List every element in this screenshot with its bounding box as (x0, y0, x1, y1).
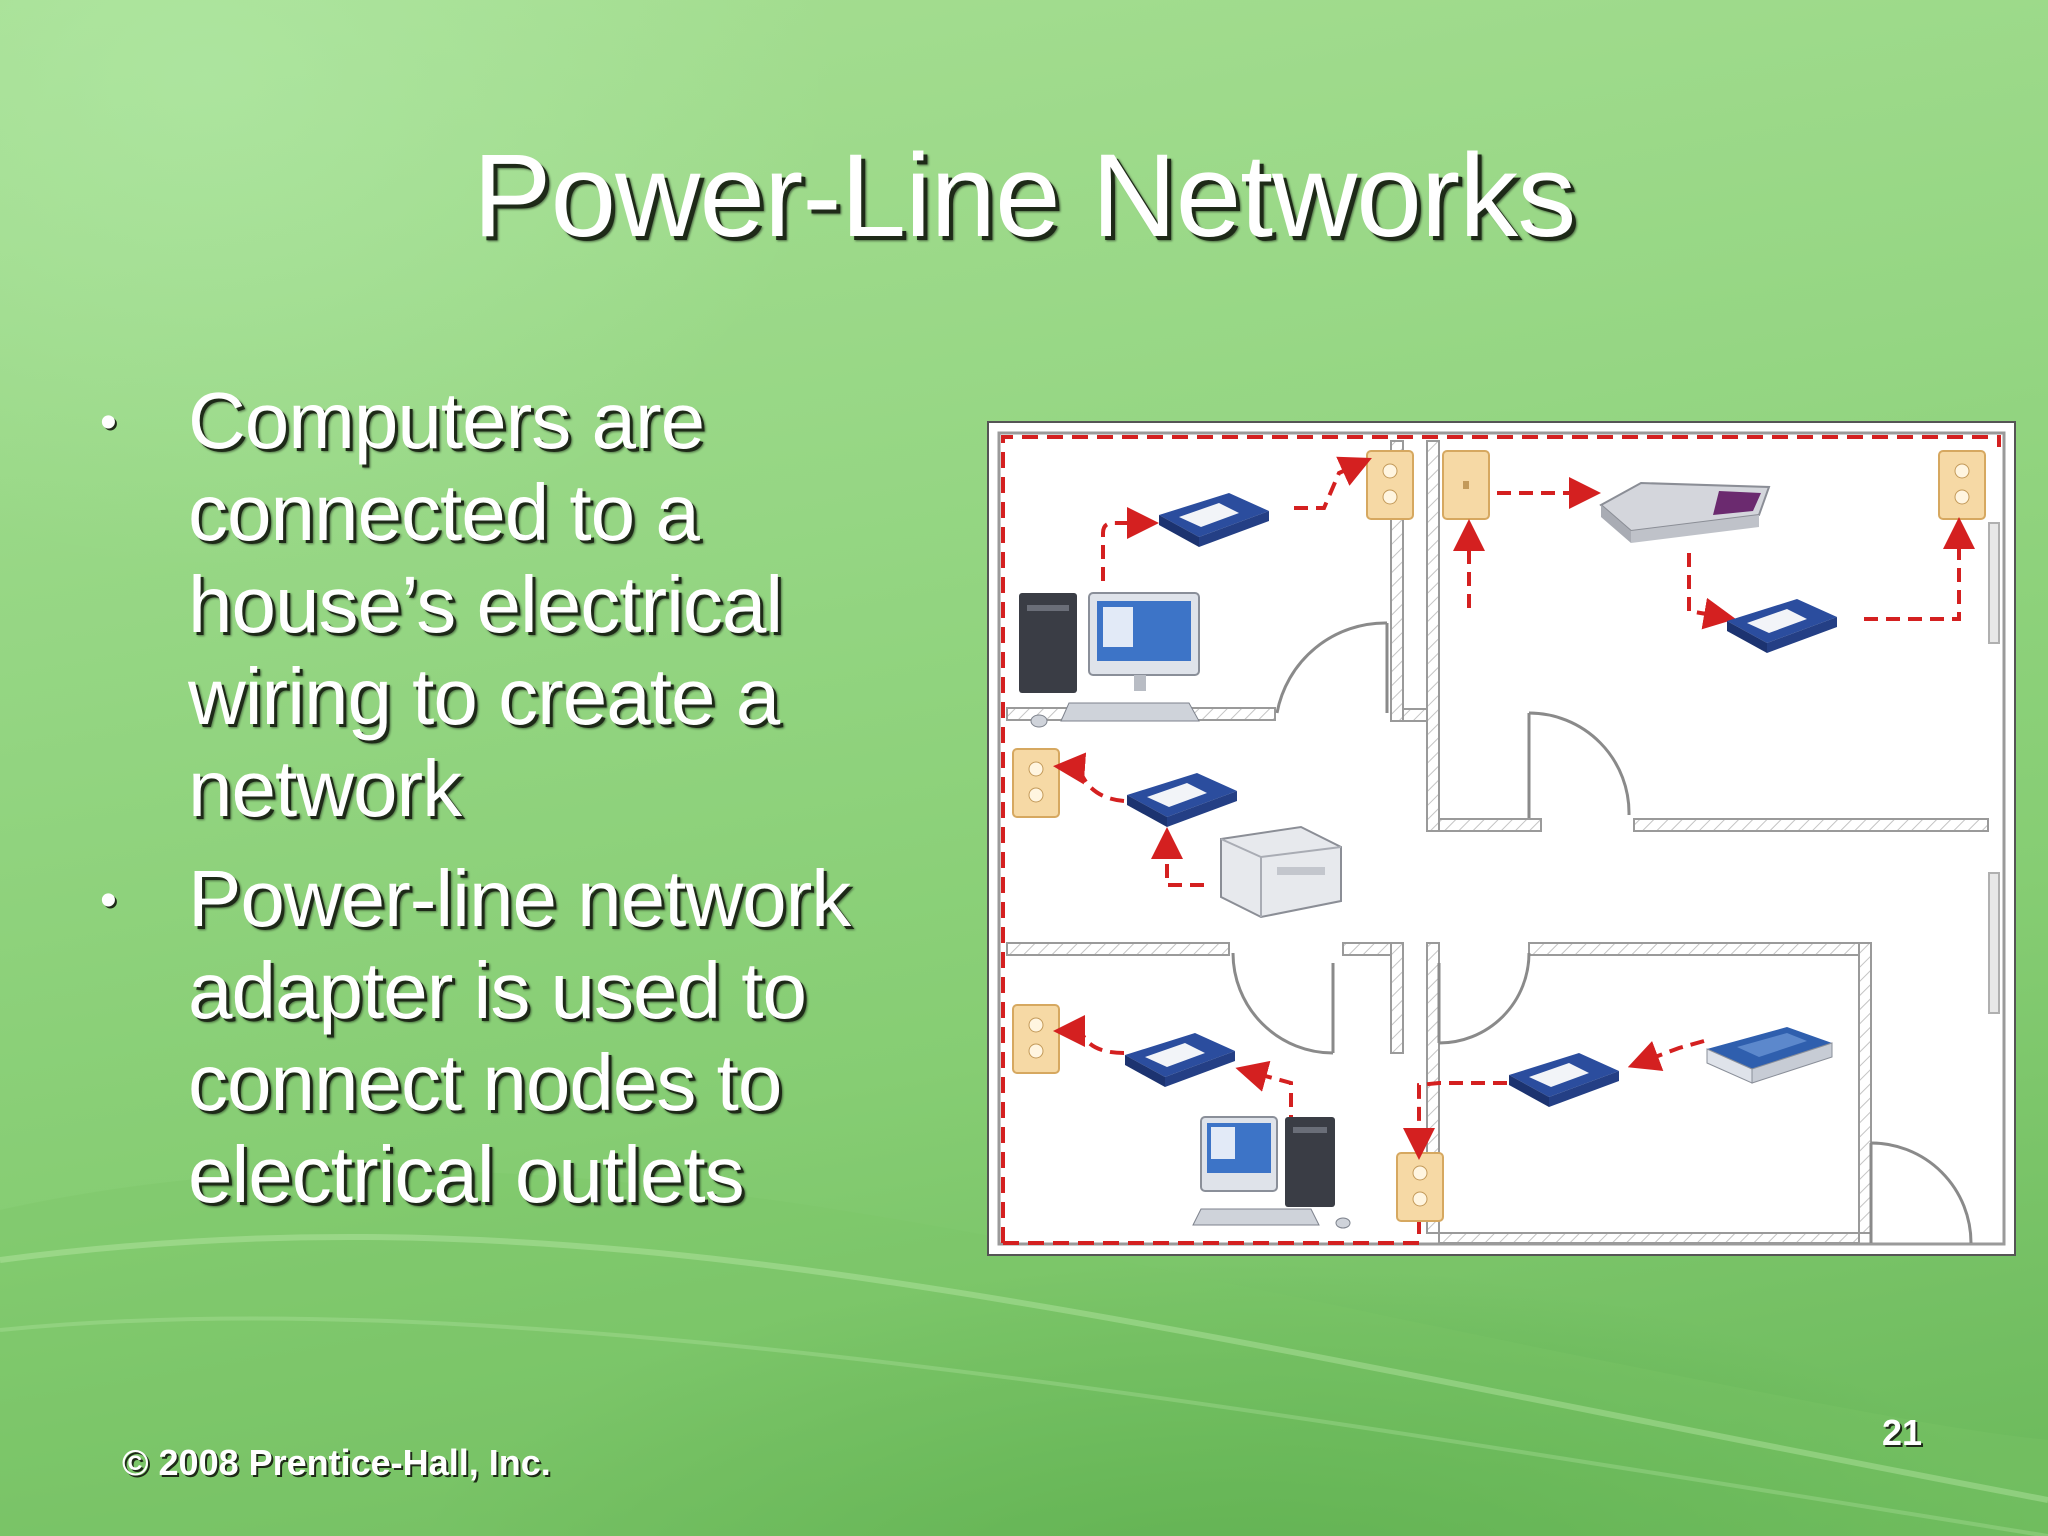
walls (997, 431, 2006, 1246)
power-line-adapter-icon (1127, 773, 1237, 827)
bullet-list: • Computers are connected to a house’s e… (100, 375, 980, 1239)
electrical-wiring (1001, 435, 2001, 1245)
power-line-adapter-icon (1727, 599, 1837, 653)
slide-title: Power-Line Networks (472, 130, 1576, 262)
copyright-footer: © 2008 Prentice-Hall, Inc. (122, 1442, 551, 1483)
router-icon (1599, 481, 1771, 543)
bullet-text: Computers are connected to a house’s ele… (188, 376, 783, 833)
electrical-outlet-icon (1012, 1004, 1060, 1074)
bullet-item: • Power-line network adapter is used to … (100, 853, 980, 1221)
electrical-outlet-icon (1442, 450, 1490, 520)
bullet-dot: • (100, 396, 117, 449)
power-line-adapter-icon (1509, 1053, 1619, 1107)
desktop-computer-icon (1019, 592, 1200, 728)
scanner-icon (1706, 1027, 1833, 1084)
electrical-outlet-icon (1012, 748, 1060, 818)
floor-plan (997, 431, 2006, 1246)
connection-arrows (1053, 456, 1975, 1160)
bullet-dot: • (100, 874, 117, 927)
desktop-computer-icon (1192, 1116, 1351, 1229)
bullet-text: Power-line network adapter is used to co… (188, 854, 851, 1219)
power-line-network-diagram (987, 421, 2016, 1256)
electrical-outlet-icon (1396, 1152, 1444, 1222)
power-line-adapter-icon (1125, 1033, 1235, 1087)
page-number: 21 (1882, 1412, 1923, 1453)
doors (1231, 621, 1973, 1244)
electrical-outlet-icon (1938, 450, 1986, 520)
bullet-item: • Computers are connected to a house’s e… (100, 375, 980, 835)
printer-icon (1220, 825, 1342, 919)
electrical-outlet-icon (1366, 450, 1414, 520)
power-line-adapter-icon (1159, 493, 1269, 547)
